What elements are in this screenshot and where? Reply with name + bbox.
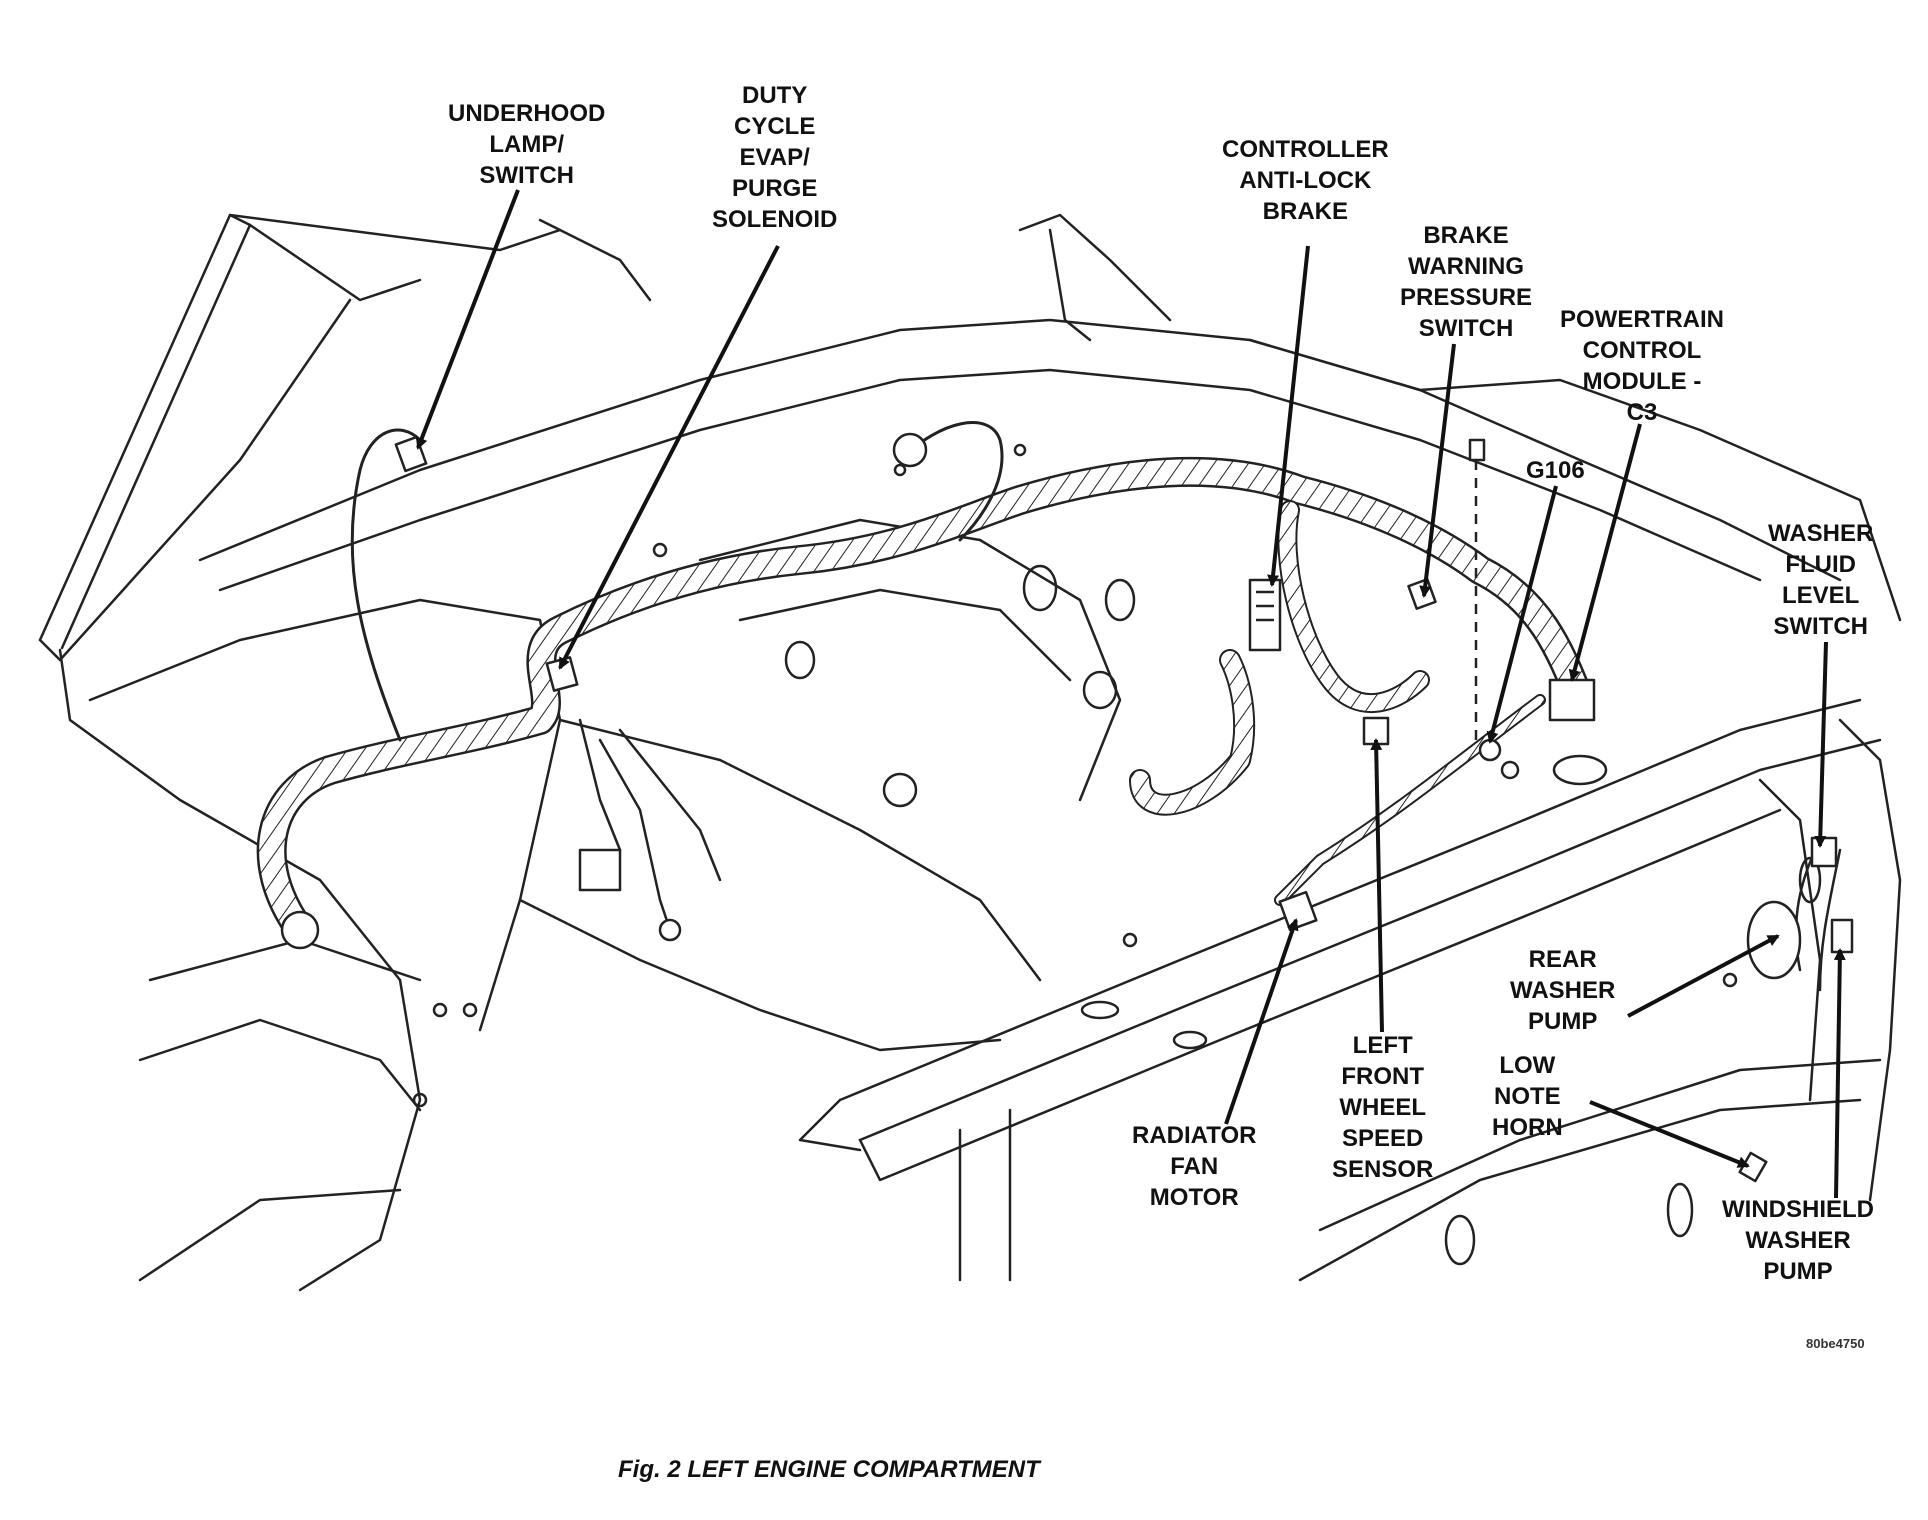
label-powertrain-control-module-c3: POWERTRAIN CONTROL MODULE - C3 [1560, 306, 1724, 426]
leader-rear-washer-pump [1627, 934, 1780, 1018]
figure-id: 80be4750 [1806, 1336, 1865, 1351]
label-g106: G106 [1526, 457, 1585, 484]
leader-left-front-wheel-speed-sensor [1370, 738, 1384, 1033]
label-radiator-fan-motor: RADIATOR FAN MOTOR [1132, 1122, 1257, 1211]
leader-windshield-washer-pump [1833, 948, 1846, 1199]
figure-caption: Fig. 2 LEFT ENGINE COMPARTMENT [618, 1456, 1040, 1483]
leader-lines [416, 189, 1846, 1199]
body-structure [38, 213, 1902, 1292]
leader-controller-anti-lock-brake [1267, 245, 1310, 587]
label-windshield-washer-pump: WINDSHIELD WASHER PUMP [1722, 1196, 1874, 1285]
label-low-note-horn: LOW NOTE HORN [1492, 1052, 1563, 1141]
leader-g106 [1486, 485, 1558, 744]
leader-duty-cycle-evap-purge-solenoid [558, 245, 780, 670]
label-rear-washer-pump: REAR WASHER PUMP [1510, 946, 1616, 1035]
label-washer-fluid-level-switch: WASHER FLUID LEVEL SWITCH [1768, 520, 1874, 640]
leader-powertrain-control-module [1568, 423, 1642, 682]
label-underhood-lamp-switch: UNDERHOOD LAMP/ SWITCH [448, 100, 606, 189]
label-brake-warning-pressure-switch: BRAKE WARNING PRESSURE SWITCH [1400, 222, 1533, 342]
components [280, 432, 1854, 1183]
label-left-front-wheel-speed-sensor: LEFT FRONT WHEEL SPEED SENSOR [1332, 1032, 1434, 1183]
label-controller-anti-lock-brake: CONTROLLER ANTI-LOCK BRAKE [1222, 136, 1389, 225]
leader-low-note-horn [1589, 1100, 1750, 1168]
wiring-harness [256, 421, 1842, 992]
leader-washer-fluid-level-switch [1814, 641, 1828, 848]
leader-brake-warning-pressure-switch [1419, 343, 1456, 598]
leader-radiator-fan-motor [1224, 918, 1299, 1125]
label-duty-cycle-evap-purge-solenoid: DUTY CYCLE EVAP/ PURGE SOLENOID [712, 82, 838, 233]
leader-underhood-lamp-switch [416, 189, 520, 450]
